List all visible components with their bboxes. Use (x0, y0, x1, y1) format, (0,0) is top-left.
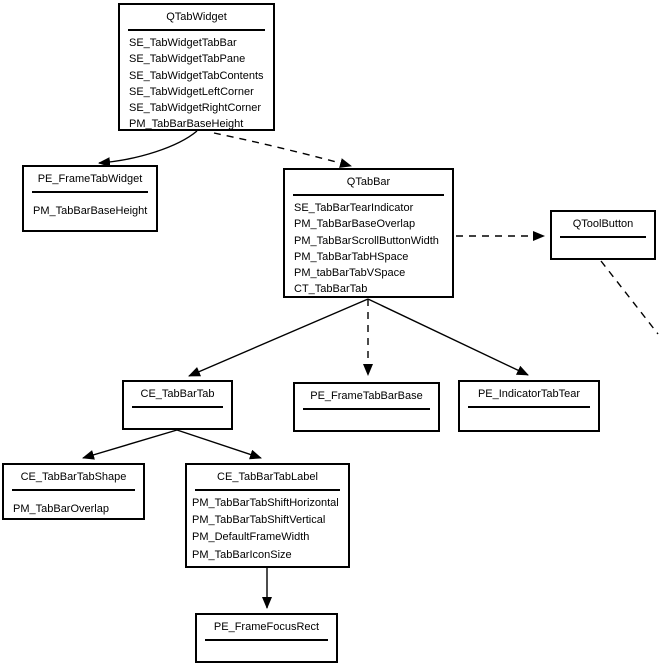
node-title: CE_TabBarTabShape (20, 471, 127, 483)
node-item-list: PM_TabBarBaseHeight (24, 193, 156, 219)
node-title: CE_TabBarTabLabel (217, 471, 318, 483)
node-qtoolbutton: QToolButton (550, 210, 656, 260)
node-pe-indicatortabtear: PE_IndicatorTabTear (458, 380, 600, 432)
title-separator (205, 639, 328, 641)
edge-qtabbar-ce-tabbartab (188, 298, 369, 377)
node-item: CT_TabBarTab (294, 283, 368, 296)
edge-qtoolbutton-offscreen (600, 260, 659, 335)
node-item-list: PM_TabBarOverlap (4, 491, 143, 517)
node-pe-frametabbarbase: PE_FrameTabBarBase (293, 382, 440, 432)
node-title: QTabWidget (166, 11, 227, 23)
node-item: PM_TabBarBaseHeight (33, 205, 148, 217)
title-separator (293, 194, 444, 196)
node-title: PE_FrameFocusRect (213, 621, 320, 633)
node-title: PE_FrameTabBarBase (310, 390, 423, 402)
title-separator (128, 29, 265, 31)
node-qtabwidget: QTabWidget SE_TabWidgetTabBar SE_TabWidg… (118, 3, 275, 131)
title-separator (132, 406, 223, 408)
node-ce-tabbartab: CE_TabBarTab (122, 380, 233, 430)
edge-qtabwidget-qtabbar (213, 132, 352, 168)
node-ce-tabbartabshape: CE_TabBarTabShape PM_TabBarOverlap (2, 463, 145, 520)
title-separator (12, 489, 135, 491)
edge-ce-tabbartab-ce-tabbartablabel (176, 429, 262, 460)
node-title: PE_FrameTabWidget (37, 173, 143, 185)
title-separator (195, 489, 340, 491)
node-qtabbar: QTabBar SE_TabBarTearIndicator PM_TabBar… (283, 168, 454, 298)
node-title: CE_TabBarTab (140, 388, 215, 400)
node-item: SE_TabWidgetTabContents (129, 69, 264, 82)
edge-qtabwidget-pe-frametabwidget (98, 130, 198, 168)
node-item: SE_TabWidgetTabBar (129, 37, 237, 49)
node-item: PM_TabBarOverlap (13, 503, 109, 515)
title-separator (32, 191, 148, 193)
node-item: PM_TabBarScrollButtonWidth (294, 234, 439, 247)
node-item-list: SE_TabBarTearIndicator PM_TabBarBaseOver… (285, 196, 452, 298)
node-title: QToolButton (572, 218, 634, 230)
node-item: PM_TabBarIconSize (192, 548, 292, 561)
edge-ce-tabbartab-ce-tabbartabshape (82, 429, 178, 460)
node-title: QTabBar (346, 176, 391, 188)
node-item: PM_TabBarBaseOverlap (294, 218, 416, 231)
node-pe-framefocusrect: PE_FrameFocusRect (195, 613, 338, 663)
node-item: PM_tabBarTabVSpace (294, 267, 406, 280)
node-item: SE_TabWidgetTabPane (129, 53, 246, 66)
node-item: PM_TabBarTabShiftVertical (192, 514, 326, 527)
title-separator (468, 406, 590, 408)
node-item: SE_TabWidgetLeftCorner (129, 85, 254, 98)
edge-qtabbar-pe-indicatortabtear (367, 298, 529, 376)
node-item: SE_TabWidgetRightCorner (129, 102, 262, 115)
title-separator (560, 236, 646, 238)
node-title: PE_IndicatorTabTear (477, 388, 581, 400)
node-item-list: SE_TabWidgetTabBar SE_TabWidgetTabPane S… (120, 31, 273, 133)
node-ce-tabbartablabel: CE_TabBarTabLabel PM_TabBarTabShiftHoriz… (185, 463, 350, 568)
node-item: PM_TabBarBaseHeight (129, 118, 244, 131)
node-item: PM_TabBarTabHSpace (294, 250, 409, 263)
node-item: PM_TabBarTabShiftHorizontal (192, 497, 339, 509)
node-item: SE_TabBarTearIndicator (294, 202, 414, 214)
title-separator (303, 408, 430, 410)
node-pe-frametabwidget: PE_FrameTabWidget PM_TabBarBaseHeight (22, 165, 158, 232)
node-item: PM_DefaultFrameWidth (192, 531, 310, 544)
node-item-list: PM_TabBarTabShiftHorizontal PM_TabBarTab… (187, 491, 348, 564)
